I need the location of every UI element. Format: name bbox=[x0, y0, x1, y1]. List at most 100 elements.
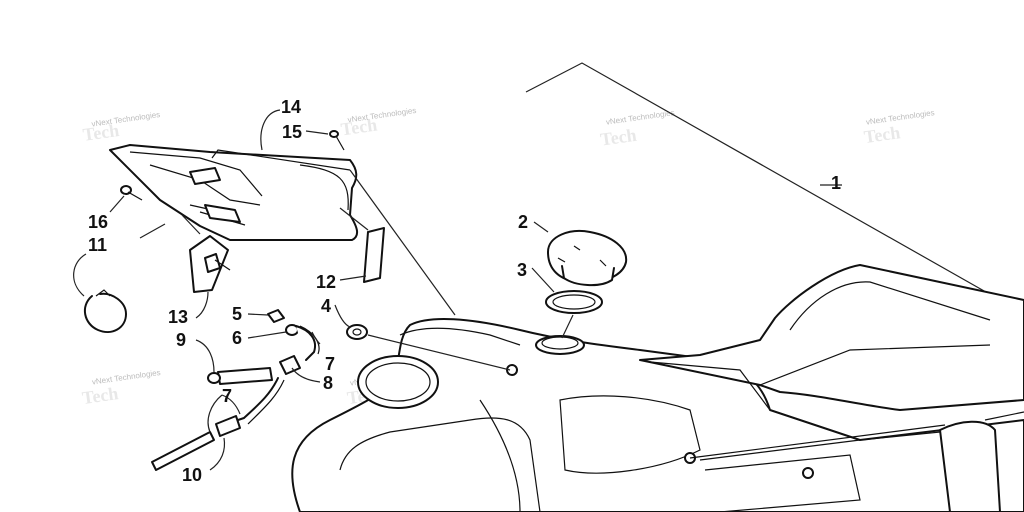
push-rivet bbox=[120, 185, 143, 201]
bracket-tab bbox=[204, 253, 221, 273]
leader-9 bbox=[195, 339, 215, 373]
grommet-to-tank-line bbox=[367, 334, 511, 371]
callout-6: 6 bbox=[232, 328, 242, 348]
rear-cover bbox=[109, 144, 358, 241]
leader-3-to-neck bbox=[561, 314, 574, 339]
bracket-line bbox=[214, 259, 231, 271]
leader-7a bbox=[311, 331, 321, 345]
callout-9: 9 bbox=[176, 330, 186, 350]
grommet-hole bbox=[352, 328, 362, 336]
tank-side-panel bbox=[704, 454, 861, 512]
tank-recess bbox=[559, 395, 701, 474]
watermark-text: vNext Technologies bbox=[347, 106, 417, 125]
shroud-body bbox=[639, 264, 1024, 411]
cover-ridge bbox=[129, 151, 263, 197]
callout-8: 8 bbox=[323, 373, 333, 393]
watermark-text: vNext Technologies bbox=[91, 368, 161, 387]
hose-9-end bbox=[207, 372, 221, 384]
rivet-shank bbox=[127, 191, 143, 201]
grommet bbox=[346, 324, 368, 340]
shroud-edge bbox=[759, 344, 991, 386]
screw-head bbox=[329, 130, 339, 138]
vent-hose-7b bbox=[237, 377, 279, 421]
hose-clamp bbox=[83, 289, 127, 333]
leader-5 bbox=[247, 313, 269, 316]
callout-11: 11 bbox=[88, 235, 107, 255]
watermark-text: vNext Technologies bbox=[865, 108, 935, 127]
cover-clip bbox=[204, 204, 241, 223]
leader-7b bbox=[221, 394, 241, 415]
tee-fitting bbox=[279, 355, 301, 375]
leader-2 bbox=[533, 221, 549, 233]
fuel-tank bbox=[291, 318, 1024, 512]
cover-clip-2 bbox=[189, 167, 221, 185]
watermark-text: vNext Technologies bbox=[605, 108, 675, 127]
cover-to-strip-line bbox=[339, 207, 369, 231]
fuel-cap bbox=[547, 230, 628, 286]
mount-bracket bbox=[189, 235, 231, 293]
watermark-shadow: Tech bbox=[599, 125, 638, 150]
cover-top-edge bbox=[211, 149, 351, 171]
leader-12 bbox=[339, 275, 367, 281]
tank-curve bbox=[479, 399, 521, 512]
callout-7b: 7 bbox=[222, 386, 232, 406]
cover-edge bbox=[299, 164, 349, 211]
vent-hose-7a bbox=[295, 325, 316, 361]
callout-7a: 7 bbox=[325, 354, 335, 374]
hose-9 bbox=[217, 367, 273, 385]
sender-opening-inner bbox=[365, 362, 431, 402]
mount-line bbox=[689, 424, 946, 459]
leader-8 bbox=[291, 367, 321, 383]
callout-14: 14 bbox=[281, 97, 301, 117]
side-screw bbox=[984, 411, 1024, 421]
leader-11 bbox=[73, 253, 87, 297]
callout-16: 16 bbox=[88, 212, 108, 232]
cover-ridge-2 bbox=[149, 164, 261, 206]
callout-15: 15 bbox=[282, 122, 302, 142]
leader-15 bbox=[305, 130, 329, 135]
callout-12: 12 bbox=[316, 272, 336, 292]
callouts: 1 2 3 4 5 6 7 7 8 9 7 10 11 12 13 14 15 … bbox=[88, 97, 841, 485]
leader-13 bbox=[195, 291, 209, 319]
check-valve bbox=[267, 309, 285, 323]
screw-shank bbox=[335, 135, 345, 151]
rivet-to-cover-line bbox=[139, 223, 166, 239]
clamp-band bbox=[83, 292, 127, 333]
tank-panel-left bbox=[339, 417, 541, 512]
leader-6 bbox=[247, 331, 287, 339]
clamp-tab bbox=[95, 289, 111, 297]
leader-4 bbox=[334, 304, 351, 328]
cap-gasket bbox=[545, 290, 603, 314]
callout-3: 3 bbox=[517, 260, 527, 280]
side-panel bbox=[939, 420, 1001, 512]
cover-body bbox=[109, 144, 358, 241]
fuel-cap-skirt bbox=[561, 265, 615, 286]
vent-hose-assembly bbox=[151, 309, 320, 471]
cover-to-tank-line bbox=[349, 169, 456, 316]
callout-10: 10 bbox=[182, 465, 202, 485]
fuel-cap-grips bbox=[557, 245, 607, 267]
seat-shroud bbox=[639, 264, 1024, 512]
sender-opening-ring bbox=[357, 355, 439, 409]
inline-fitting bbox=[215, 415, 241, 437]
shroud-lip bbox=[649, 361, 771, 411]
vent-hose-7b-edge bbox=[247, 379, 285, 425]
cover-screw bbox=[329, 130, 345, 151]
watermark-text: vNext Technologies bbox=[91, 110, 161, 129]
callout-2: 2 bbox=[518, 212, 528, 232]
leader-16 bbox=[109, 195, 125, 213]
leader-7c bbox=[207, 394, 223, 433]
vent-fitting bbox=[506, 364, 518, 376]
filler-neck-inner bbox=[541, 336, 579, 350]
shroud-ridge bbox=[789, 281, 991, 331]
watermark-shadow: Tech bbox=[81, 383, 120, 408]
bracket-to-cover-line bbox=[181, 214, 201, 235]
leader-14 bbox=[260, 109, 281, 151]
mount-bolt bbox=[802, 467, 814, 479]
filler-neck bbox=[535, 335, 585, 355]
callout-5: 5 bbox=[232, 304, 242, 324]
callout-13: 13 bbox=[168, 307, 188, 327]
callout-1: 1 bbox=[831, 173, 841, 193]
drain-hose bbox=[151, 431, 215, 471]
